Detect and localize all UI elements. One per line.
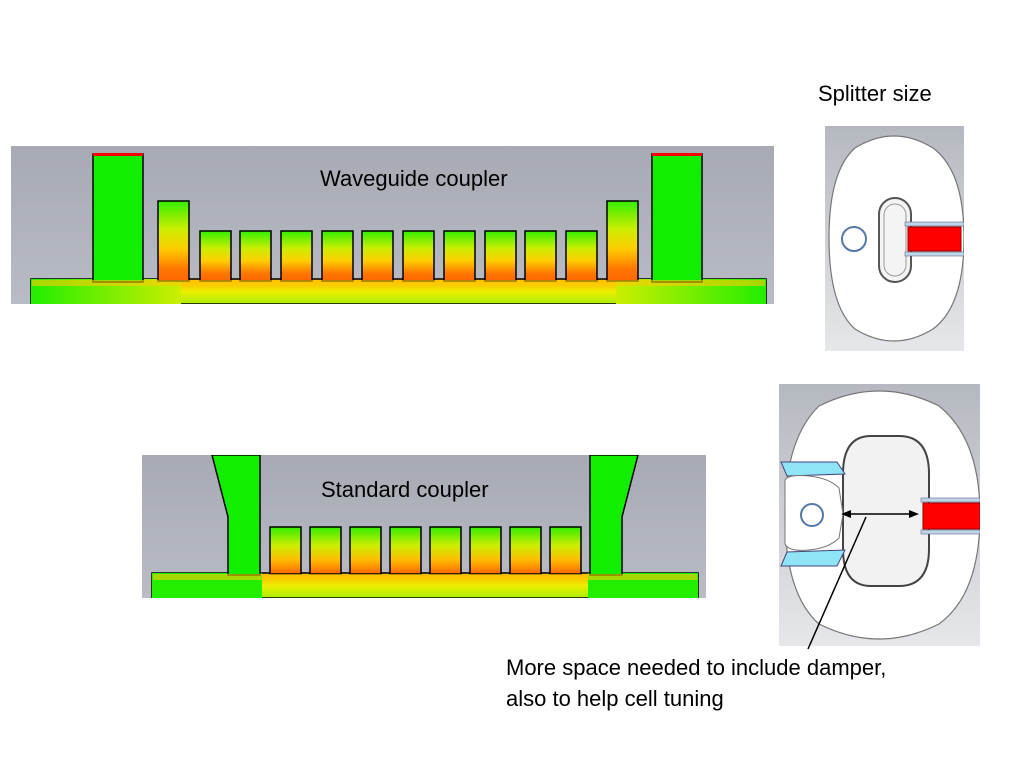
damper-note-line-1: More space needed to include damper,	[506, 655, 887, 680]
waveguide-coupler-field-plot	[11, 146, 774, 304]
splitter-with-damper-diagram	[779, 384, 980, 646]
waveguide-coupler-label: Waveguide coupler	[320, 166, 508, 191]
splitter-size-diagram	[825, 126, 964, 351]
standard-coupler-label: Standard coupler	[321, 477, 489, 502]
damper-note-line-2: also to help cell tuning	[506, 686, 724, 711]
splitter-size-label: Splitter size	[818, 81, 932, 106]
standard-coupler-field-plot	[142, 455, 706, 598]
damper-note: More space needed to include damper, als…	[506, 652, 886, 714]
